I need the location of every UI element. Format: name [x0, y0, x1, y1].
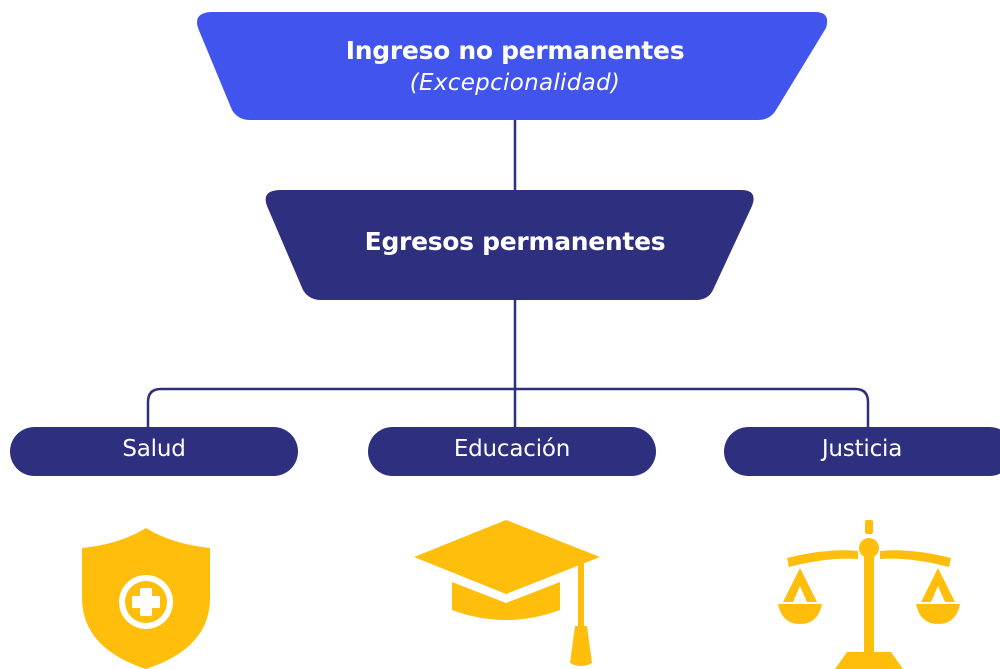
category-label-salud: Salud [122, 436, 186, 462]
top-box-shape [197, 12, 828, 120]
connector-branch-horizontal [146, 387, 870, 428]
middle-box-title: Egresos permanentes [364, 227, 666, 256]
middle-box-shape [265, 190, 754, 300]
health-shield-icon [82, 528, 210, 669]
graduation-cap-icon [414, 520, 600, 666]
category-label-educacion: Educación [453, 436, 571, 462]
connector-lines [146, 120, 870, 428]
pill-salud-shape [10, 427, 298, 476]
justice-scales-icon [778, 520, 960, 669]
top-box-title: Ingreso no permanentes [345, 36, 685, 65]
pill-educacion-shape [368, 427, 656, 476]
category-label-justicia: Justicia [821, 436, 903, 462]
pill-justicia-shape [724, 427, 1000, 476]
top-box-subtitle: (Excepcionalidad) [409, 70, 621, 96]
